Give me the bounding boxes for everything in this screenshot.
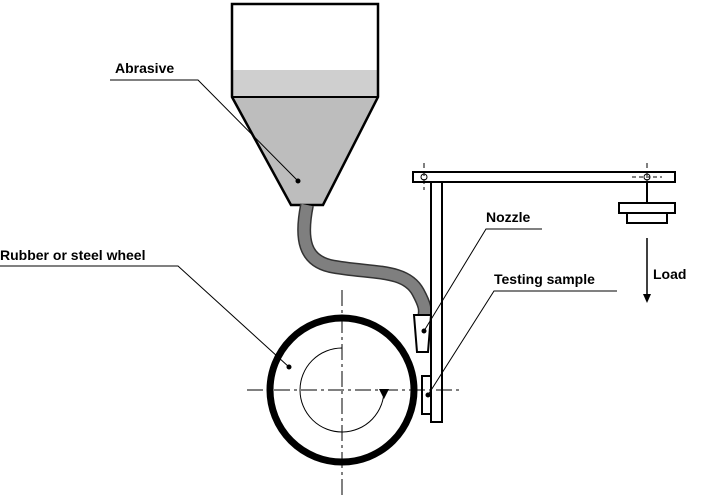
hopper-abrasive-level (232, 70, 378, 97)
lever-pivot-left (420, 163, 428, 190)
label-load: Load (653, 266, 686, 282)
wheel (247, 290, 462, 495)
clockwise-rotation-arrow-icon (299, 347, 389, 433)
label-abrasive: Abrasive (115, 60, 174, 76)
hopper-abrasive-cone (232, 97, 378, 205)
leader-lines (0, 79, 617, 398)
wheel-leader (0, 265, 290, 368)
label-testing-sample: Testing sample (494, 271, 595, 287)
label-wheel: Rubber or steel wheel (0, 247, 145, 263)
lever-pivot-right (632, 163, 662, 190)
nozzle-leader (423, 228, 542, 332)
load-weight (618, 182, 676, 224)
down-arrow-icon (643, 238, 651, 303)
sample-leader (427, 290, 617, 396)
nozzle (412, 314, 433, 353)
sample-holder-upright (430, 181, 443, 423)
lever-arm (412, 171, 676, 183)
abrasive-leader (110, 79, 299, 182)
feed-tube (298, 203, 431, 320)
hopper (230, 2, 380, 207)
label-nozzle: Nozzle (486, 209, 531, 225)
